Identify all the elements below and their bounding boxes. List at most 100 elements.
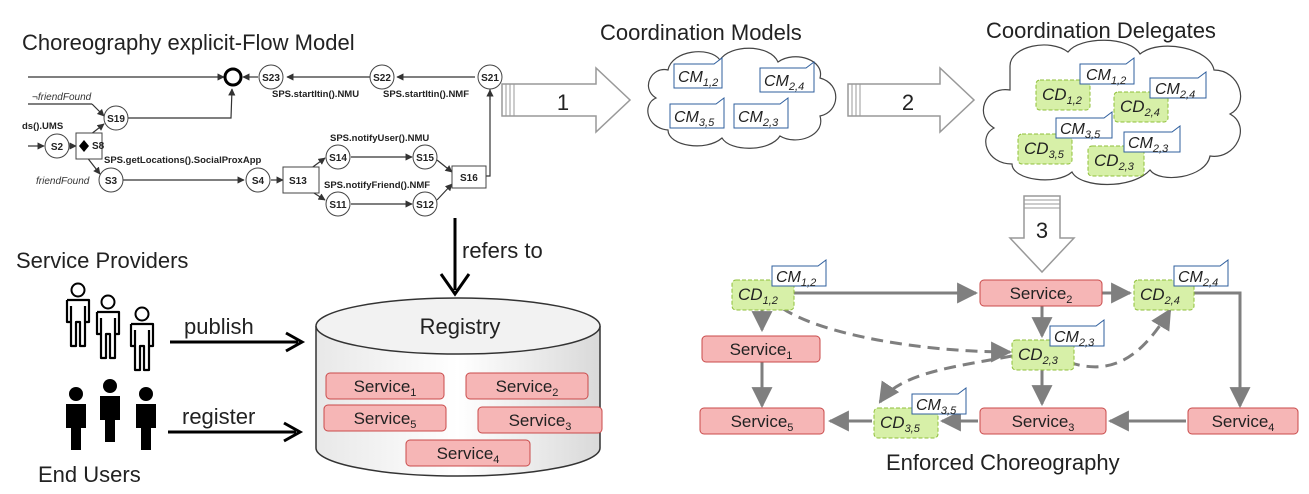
flow-gateway: S8 <box>75 132 105 160</box>
svg-text:S23: S23 <box>262 73 280 84</box>
cm-box: CM3,5 <box>669 97 725 129</box>
flow-node: S4 <box>245 167 271 193</box>
svg-text:Service2: Service2 <box>1010 284 1073 306</box>
enforced-service-5: Service5 <box>699 407 825 435</box>
svg-text:CM2,4: CM2,4 <box>1178 269 1218 289</box>
registry-service-2: Service2 <box>465 372 589 400</box>
registry-label: Registry <box>420 314 501 339</box>
svg-text:CD2,3: CD2,3 <box>1018 345 1059 367</box>
arrow-step-1: 1 <box>501 66 632 134</box>
enforced-edges <box>751 282 1251 432</box>
svg-text:CD3,5: CD3,5 <box>1024 139 1065 161</box>
svg-text:CM2,4: CM2,4 <box>764 73 804 93</box>
step-3-label: 3 <box>1036 218 1048 243</box>
choreography-model-title: Choreography explicit-Flow Model <box>22 30 355 55</box>
enforced-cd-1-2: CD1,2 CM1,2 <box>731 259 827 311</box>
coordination-delegates-title: Coordination Delegates <box>986 18 1216 43</box>
flow-node: S23 <box>258 64 284 90</box>
svg-text:friendFound: friendFound <box>36 176 90 187</box>
svg-text:Service5: Service5 <box>731 412 794 434</box>
svg-text:Service1: Service1 <box>354 377 417 399</box>
svg-text:Service3: Service3 <box>509 411 572 433</box>
svg-text:CM3,5: CM3,5 <box>674 109 715 129</box>
svg-text:CM1,2: CM1,2 <box>1086 67 1126 87</box>
registry-service-1: Service1 <box>325 372 445 400</box>
flow-gateway: S16 <box>451 165 487 189</box>
cm-box: CM1,2 <box>673 57 723 89</box>
cm-box: CM2,3 <box>733 97 789 129</box>
svg-text:CM2,3: CM2,3 <box>1128 135 1169 155</box>
enforced-choreography-title: Enforced Choreography <box>886 450 1120 475</box>
svg-text:S13: S13 <box>289 176 307 187</box>
register-arrow: register <box>168 404 304 443</box>
coordination-models-title: Coordination Models <box>600 20 802 45</box>
svg-text:S4: S4 <box>252 176 265 187</box>
enforced-service-4: Service4 <box>1187 407 1299 435</box>
enforced-cd-2-4: CD2,4 CM2,4 <box>1133 259 1229 311</box>
enforced-service-2: Service2 <box>979 279 1103 307</box>
register-label: register <box>182 404 255 429</box>
enforced-dashed-edges <box>781 306 1172 404</box>
svg-text:CM2,3: CM2,3 <box>738 109 779 129</box>
svg-text:CM1,2: CM1,2 <box>776 269 816 289</box>
cd-box: CD1,2 CM1,2 <box>1035 57 1135 111</box>
flow-model-labels: SPS.startItin().NMU SPS.startItin().NMF … <box>22 89 469 191</box>
end-event-icon <box>223 67 243 87</box>
svg-text:S3: S3 <box>105 176 118 187</box>
svg-text:CM1,2: CM1,2 <box>678 69 718 89</box>
svg-text:CM2,4: CM2,4 <box>1155 81 1195 101</box>
flow-model-nodes: S23 S22 S21 S19 S2 S8 S3 S4 S13 S14 S15 … <box>44 64 503 217</box>
cd-box: CD3,5 CM3,5 <box>1017 111 1113 165</box>
svg-text:CD2,3: CD2,3 <box>1094 151 1135 173</box>
enforced-cd-2-3: CD2,3 CM2,3 <box>1011 319 1105 371</box>
flow-node: S12 <box>412 191 438 217</box>
flow-node: S19 <box>103 105 129 131</box>
svg-text:S11: S11 <box>329 200 347 211</box>
svg-text:SPS.notifyFriend().NMF: SPS.notifyFriend().NMF <box>324 180 430 191</box>
svg-text:CD3,5: CD3,5 <box>880 413 921 435</box>
svg-text:S21: S21 <box>481 73 499 84</box>
svg-text:SPS.notifyUser().NMU: SPS.notifyUser().NMU <box>330 133 429 144</box>
svg-text:Service4: Service4 <box>1212 412 1275 434</box>
svg-text:S2: S2 <box>51 142 64 153</box>
service-providers-title: Service Providers <box>16 248 188 273</box>
svg-text:S15: S15 <box>416 153 434 164</box>
svg-text:S12: S12 <box>416 200 434 211</box>
flow-node: S14 <box>325 144 351 170</box>
svg-text:SPS.getLocations().SocialProxA: SPS.getLocations().SocialProxApp <box>104 155 261 166</box>
svg-text:S19: S19 <box>107 114 125 125</box>
coordination-models-cloud: CM1,2 CM2,4 CM3,5 CM2,3 <box>647 47 837 149</box>
publish-arrow: publish <box>170 314 306 353</box>
cd-box: CD2,3 CM2,3 <box>1087 125 1181 177</box>
svg-text:S8: S8 <box>92 141 105 152</box>
enforced-cd-3-5: CD3,5 CM3,5 <box>873 387 967 439</box>
service-providers-icon <box>65 282 155 372</box>
coordination-delegates-cloud: CD1,2 CM1,2 CD2,4 CM2,4 CD3,5 CM3,5 CD2,… <box>982 39 1242 186</box>
registry-service-4: Service4 <box>405 439 531 467</box>
registry-service-5: Service5 <box>323 404 447 432</box>
svg-text:CD1,2: CD1,2 <box>738 285 778 307</box>
arrow-step-2: 2 <box>847 66 976 134</box>
svg-text:Service5: Service5 <box>354 409 417 431</box>
svg-text:CM3,5: CM3,5 <box>1060 121 1101 141</box>
svg-text:CD1,2: CD1,2 <box>1042 85 1082 107</box>
flow-node: S3 <box>98 167 124 193</box>
svg-text:CM3,5: CM3,5 <box>916 397 957 417</box>
svg-text:SPS.startItin().NMF: SPS.startItin().NMF <box>383 89 469 100</box>
svg-text:S16: S16 <box>460 173 478 184</box>
registry-services: Service1 Service2 Service5 Service3 Serv… <box>323 372 603 467</box>
publish-label: publish <box>184 314 254 339</box>
flow-node: S15 <box>412 144 438 170</box>
flow-node: S22 <box>369 64 395 90</box>
svg-text:Service2: Service2 <box>496 377 559 399</box>
registry-service-3: Service3 <box>477 406 603 434</box>
svg-text:Service3: Service3 <box>1012 412 1075 434</box>
svg-text:¬friendFound: ¬friendFound <box>32 92 92 103</box>
enforced-service-3: Service3 <box>979 407 1107 435</box>
svg-text:CM2,3: CM2,3 <box>1054 329 1095 349</box>
end-users-title: End Users <box>38 462 141 487</box>
cm-box: CM2,4 <box>759 61 815 93</box>
flow-node: S11 <box>325 191 351 217</box>
cd-box: CD2,4 CM2,4 <box>1113 71 1207 123</box>
